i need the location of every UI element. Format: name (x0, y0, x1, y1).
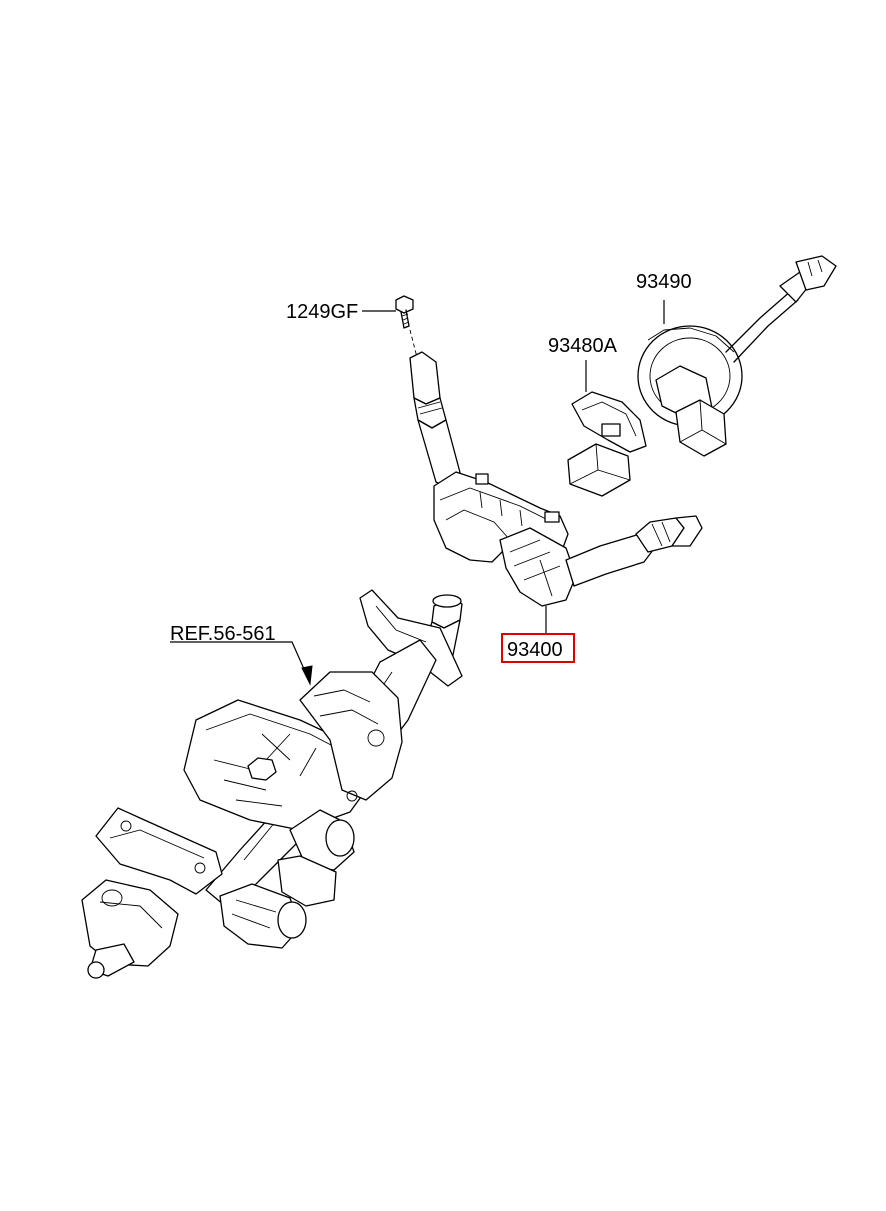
sensor-93480a[interactable] (567, 360, 647, 497)
label-ref-56-561[interactable]: REF.56-561 (170, 623, 276, 645)
clock-spring-93490[interactable] (637, 255, 837, 457)
label-93480a[interactable]: 93480A (548, 335, 618, 357)
label-93490[interactable]: 93490 (636, 271, 692, 293)
label-93400[interactable]: 93400 (507, 639, 563, 661)
bolt-1249gf[interactable] (395, 295, 414, 329)
label-1249gf[interactable]: 1249GF (286, 301, 358, 323)
steering-column (81, 589, 463, 979)
highlight-box (501, 633, 575, 663)
multifunction-switch-93400[interactable] (409, 351, 703, 634)
